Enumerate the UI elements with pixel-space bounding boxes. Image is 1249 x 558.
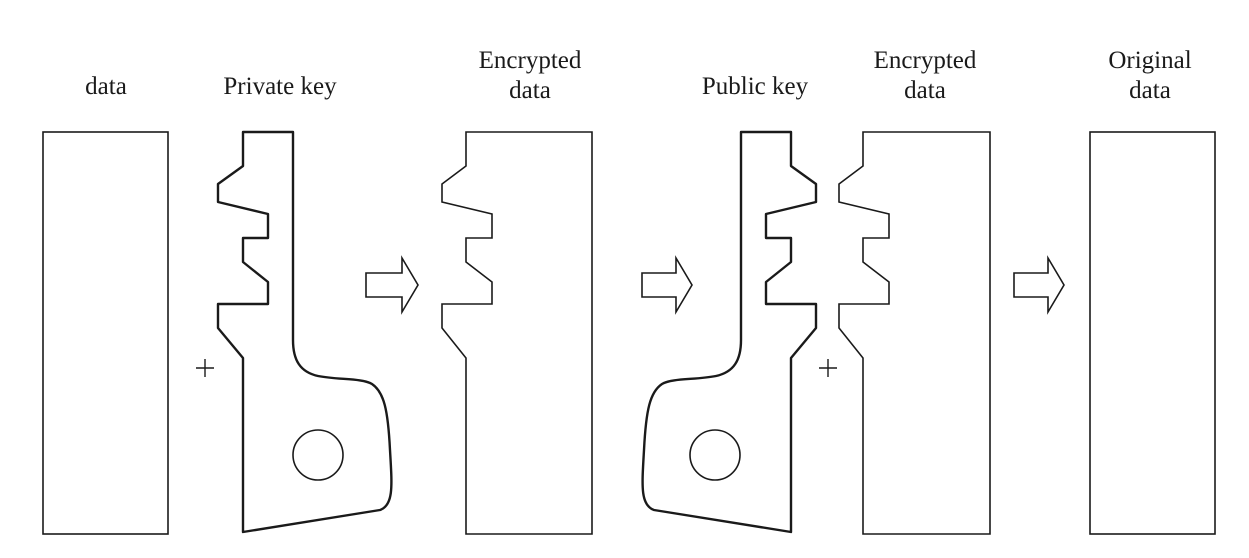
label-encrypted-data-1: Encrypted data [478,47,582,104]
data-block [42,131,169,535]
encrypted-data-block-1 [441,131,593,535]
public-key-icon [641,130,818,534]
arrow-right-icon-2 [641,255,693,315]
diagram-panel [18,10,1230,548]
plus-sign-2 [819,359,837,377]
label-data: data [85,73,127,100]
arrow-right-icon-1 [365,255,419,315]
arrow-right-icon-3 [1013,255,1065,315]
public-key-hole [689,429,741,481]
original-data-block [1089,131,1216,535]
plus-sign-1 [196,359,214,377]
private-key-icon [216,130,393,534]
encrypted-data-block-2 [838,131,991,535]
label-private-key: Private key [223,73,337,100]
private-key-hole [292,429,344,481]
label-public-key: Public key [701,73,809,100]
label-original-data: Original data [1108,47,1192,104]
label-encrypted-data-2: Encrypted data [873,47,977,104]
